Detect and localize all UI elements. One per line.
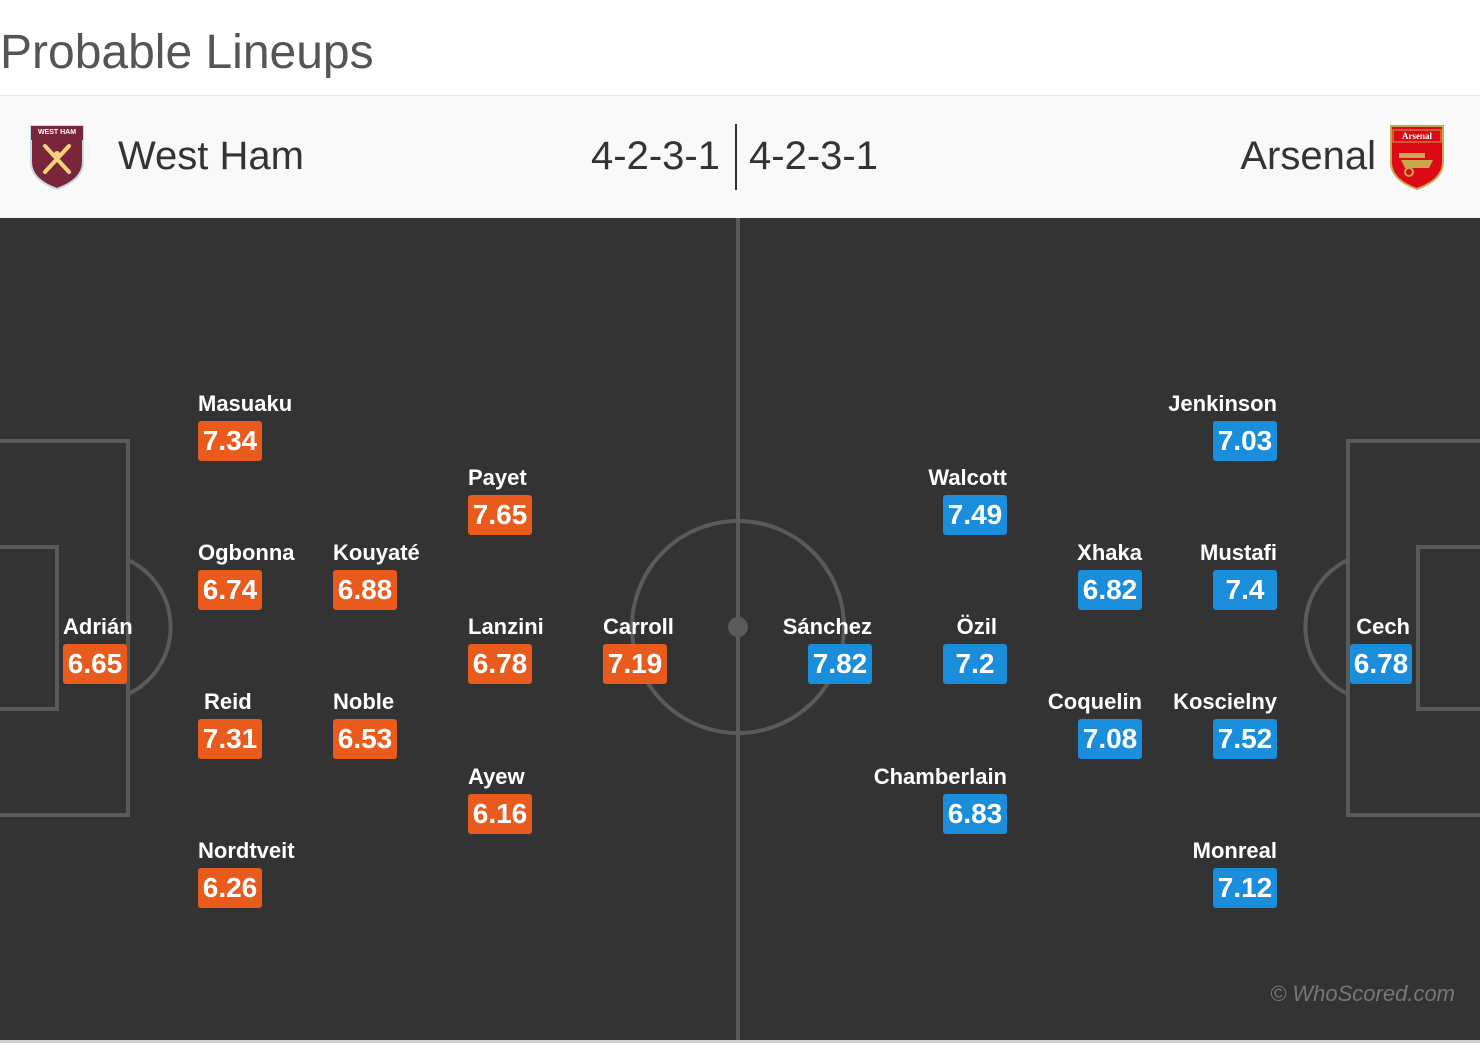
away-team-name: Arsenal — [1240, 134, 1376, 178]
away-formation: 4-2-3-1 — [749, 134, 878, 178]
player-card[interactable]: Sánchez 7.82 — [722, 614, 872, 704]
player-rating: 6.65 — [63, 644, 127, 684]
player-rating: 6.82 — [1078, 570, 1142, 610]
player-rating: 6.16 — [468, 794, 532, 834]
player-name: Walcott — [928, 465, 1007, 490]
svg-text:Arsenal: Arsenal — [1402, 131, 1432, 141]
player-rating: 6.83 — [943, 794, 1007, 834]
lineup-header: WEST HAM West Ham 4-2-3-1 4-2-3-1 Arsena… — [0, 95, 1480, 219]
player-rating: 7.49 — [943, 495, 1007, 535]
player-name: Ayew — [468, 764, 525, 789]
pitch-markings — [0, 218, 1480, 1040]
player-rating: 7.2 — [943, 644, 1007, 684]
player-name: Özil — [956, 614, 997, 639]
formation-divider — [735, 124, 737, 190]
player-name: Payet — [468, 465, 527, 490]
pitch: Masuaku 7.34 Ogbonna 6.74 Kouyaté 6.88 A… — [0, 218, 1480, 1040]
player-rating: 7.03 — [1213, 421, 1277, 461]
player-rating: 6.53 — [333, 719, 397, 759]
player-rating: 7.4 — [1213, 570, 1277, 610]
player-card[interactable]: Koscielny 7.52 — [1127, 689, 1277, 779]
pitch-bottom-border — [0, 1040, 1480, 1043]
player-name: Coquelin — [1047, 689, 1142, 714]
player-card[interactable]: Lanzini 6.78 — [468, 614, 618, 704]
player-rating: 7.12 — [1213, 868, 1277, 908]
player-name: Sánchez — [782, 614, 872, 639]
player-name: Carroll — [603, 614, 674, 639]
player-card[interactable]: Xhaka 6.82 — [992, 540, 1142, 630]
player-card[interactable]: Masuaku 7.34 — [198, 391, 348, 481]
player-rating: 6.88 — [333, 570, 397, 610]
player-card[interactable]: Payet 7.65 — [468, 465, 618, 555]
svg-text:WEST HAM: WEST HAM — [38, 129, 76, 136]
player-rating: 7.19 — [603, 644, 667, 684]
player-name: Adrián — [63, 614, 133, 639]
player-rating: 6.74 — [198, 570, 262, 610]
player-rating: 7.82 — [808, 644, 872, 684]
player-rating: 6.78 — [468, 644, 532, 684]
player-card[interactable]: Nordtveit 6.26 — [198, 838, 348, 928]
player-card[interactable]: Coquelin 7.08 — [992, 689, 1142, 779]
player-card[interactable]: Noble 6.53 — [333, 689, 483, 779]
player-name: Chamberlain — [873, 764, 1007, 789]
player-card[interactable]: Monreal 7.12 — [1127, 838, 1277, 928]
player-name: Lanzini — [468, 614, 544, 639]
player-name: Xhaka — [1077, 540, 1142, 565]
player-card[interactable]: Jenkinson 7.03 — [1127, 391, 1277, 481]
player-card[interactable]: Reid 7.31 — [198, 689, 348, 779]
player-name: Noble — [333, 689, 395, 714]
player-name: Jenkinson — [1168, 391, 1277, 416]
player-name: Reid — [204, 689, 252, 714]
player-name: Ogbonna — [198, 540, 295, 565]
player-rating: 7.08 — [1078, 719, 1142, 759]
player-name: Kouyaté — [333, 540, 420, 565]
player-rating: 7.65 — [468, 495, 532, 535]
player-rating: 7.34 — [198, 421, 262, 461]
player-card[interactable]: Ogbonna 6.74 — [198, 540, 348, 630]
player-card[interactable]: Carroll 7.19 — [603, 614, 753, 704]
player-card[interactable]: Kouyaté 6.88 — [333, 540, 483, 630]
player-name: Cech — [1356, 614, 1410, 639]
player-rating: 7.31 — [198, 719, 262, 759]
player-name: Koscielny — [1173, 689, 1277, 714]
player-name: Masuaku — [198, 391, 293, 416]
player-card[interactable]: Mustafi 7.4 — [1127, 540, 1277, 630]
player-name: Monreal — [1192, 838, 1277, 863]
west-ham-crest-icon: WEST HAM — [30, 125, 84, 190]
player-card[interactable]: Cech 6.78 — [1262, 614, 1412, 704]
player-rating: 6.78 — [1350, 644, 1412, 684]
player-card[interactable]: Özil 7.2 — [857, 614, 1007, 704]
home-team-name: West Ham — [118, 134, 304, 178]
player-card[interactable]: Walcott 7.49 — [857, 465, 1007, 555]
player-name: Mustafi — [1200, 540, 1277, 565]
arsenal-crest-icon: Arsenal — [1390, 125, 1444, 190]
player-rating: 7.52 — [1213, 719, 1277, 759]
home-formation: 4-2-3-1 — [591, 134, 720, 178]
page-title: Probable Lineups — [0, 26, 374, 79]
player-card[interactable]: Ayew 6.16 — [468, 764, 618, 854]
player-card[interactable]: Adrián 6.65 — [63, 614, 213, 704]
player-name: Nordtveit — [198, 838, 295, 863]
player-card[interactable]: Chamberlain 6.83 — [857, 764, 1007, 854]
player-rating: 6.26 — [198, 868, 262, 908]
whoscored-watermark: © WhoScored.com — [1270, 981, 1455, 1006]
